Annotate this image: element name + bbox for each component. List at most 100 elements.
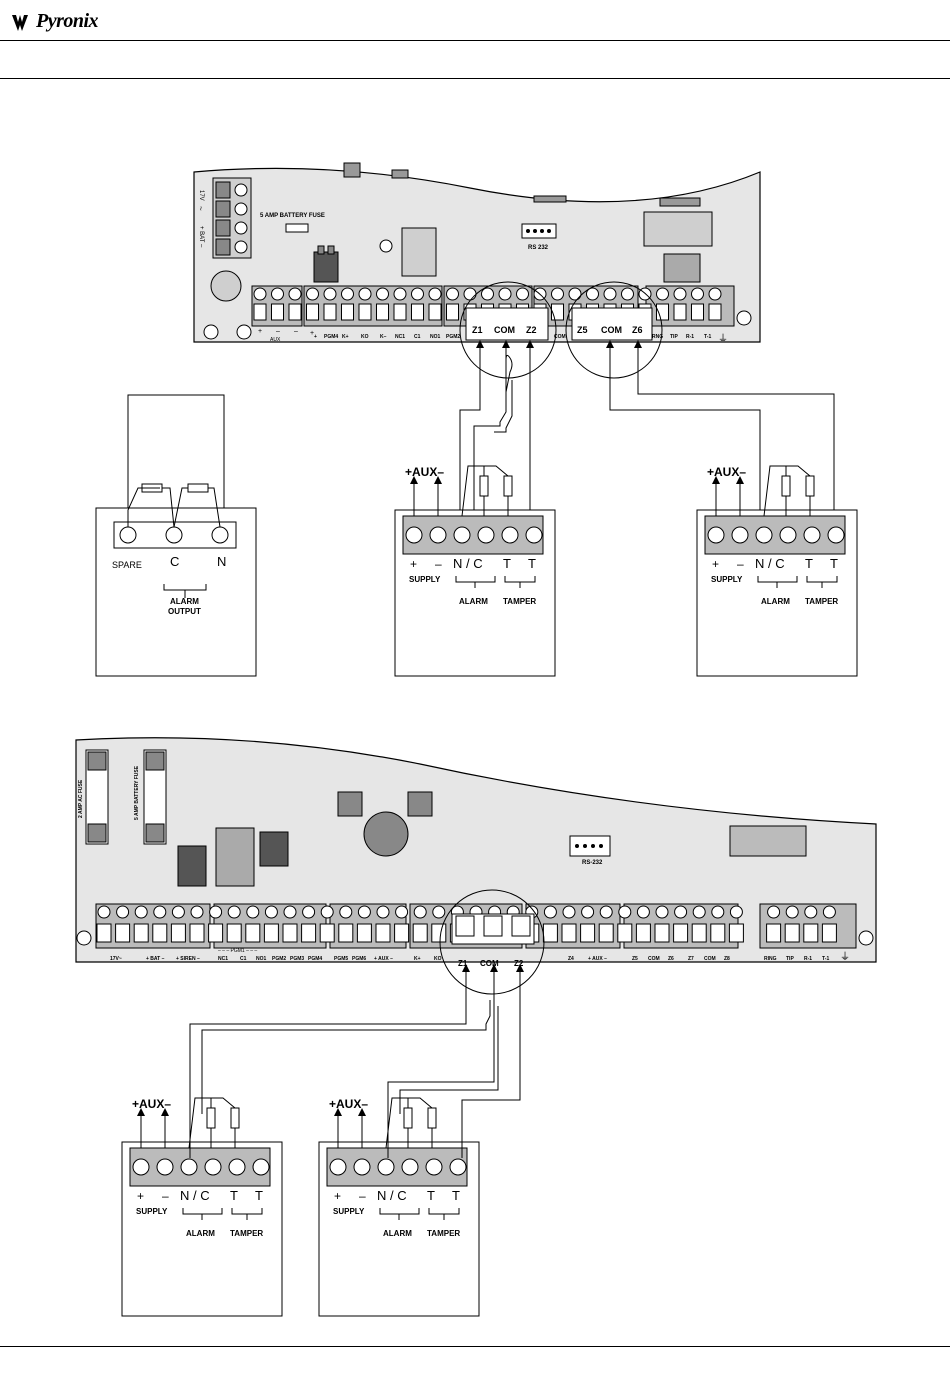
terminal-screw	[271, 287, 284, 301]
terminal-screw	[288, 287, 302, 301]
detector-screw	[377, 1158, 395, 1176]
spare-output-box: SPARE C N ALARM OUTPUT	[95, 483, 257, 677]
terminal-screw	[413, 905, 427, 919]
terminal-socket	[428, 303, 442, 321]
mounting-hole	[76, 930, 92, 946]
terminal-screw	[302, 905, 316, 919]
terminal-label: R-1	[804, 956, 812, 962]
detector-wiring	[712, 465, 838, 588]
terminal-label: KO	[361, 334, 369, 340]
detector-supply-label: SUPPLY	[333, 1207, 365, 1216]
terminal-socket	[301, 923, 317, 943]
terminal-n-label: N	[217, 554, 226, 569]
aux-sub-label: +	[258, 328, 262, 335]
buzzer	[210, 270, 242, 302]
zone-label-com: COM	[494, 325, 515, 335]
terminal-socket	[654, 923, 670, 943]
terminal-label: PGM4	[324, 334, 338, 340]
wiring-panel2	[189, 964, 524, 1158]
detector-alarm-label: ALARM	[186, 1229, 215, 1238]
terminal-label: NC1	[218, 956, 228, 962]
battery-fuse	[285, 223, 309, 233]
footer-rule	[0, 1346, 950, 1347]
wiring-panel1	[127, 340, 835, 512]
terminal-socket	[710, 923, 726, 943]
terminal-label: NO1	[430, 334, 441, 340]
terminal-socket	[319, 923, 335, 943]
terminal-label: 17V~	[110, 956, 122, 962]
mounting-hole	[736, 310, 752, 326]
rs232-label: RS 232	[528, 245, 549, 251]
terminal-label: PGM6	[352, 956, 366, 962]
detector-screw	[405, 526, 423, 544]
detector-nc-label: N / C	[377, 1188, 407, 1203]
terminal-screw	[116, 905, 130, 919]
detector-screw	[228, 1158, 246, 1176]
terminal-socket	[189, 923, 205, 943]
pyronix-logo-icon	[12, 14, 28, 31]
terminal-screw	[586, 287, 599, 301]
terminal-screw	[655, 905, 669, 919]
buzzer-2	[363, 811, 409, 857]
control-panel-1: 17V ~ + BAT – 5 AMP BATTERY FUSE RS 232	[193, 162, 761, 379]
detector-screw	[449, 1158, 467, 1176]
terminal-screw	[376, 905, 390, 919]
terminal-socket	[208, 923, 224, 943]
terminal-socket	[323, 303, 337, 321]
detector-screw	[180, 1158, 198, 1176]
terminal-label: TIP	[786, 956, 794, 962]
terminal-screw	[253, 287, 267, 301]
ac-fuse-label: 2 AMP AC FUSE	[78, 779, 84, 818]
terminal-socket	[561, 923, 577, 943]
rs232-label-2: RS-232	[582, 860, 603, 866]
aux-sub-label: –	[294, 328, 298, 335]
crystal-component	[401, 227, 437, 277]
terminal-socket	[673, 923, 689, 943]
terminal-label: + BAT –	[146, 956, 165, 962]
zone-label-z5: Z5	[577, 325, 588, 335]
terminal-label: PGM2	[272, 956, 286, 962]
battery-fuse-label: 5 AMP BATTERY FUSE	[260, 213, 325, 219]
detector-terminal-block	[129, 1147, 271, 1187]
terminal-screw	[393, 287, 407, 301]
terminal-socket	[821, 923, 837, 943]
detector-screw	[779, 526, 797, 544]
detector-screw	[425, 1158, 443, 1176]
detector-plus-label: +	[137, 1189, 144, 1203]
terminal-screw	[822, 905, 836, 919]
aux-sub-label: –	[276, 328, 280, 335]
terminal-socket	[338, 923, 354, 943]
top-connector	[343, 162, 361, 178]
detector-terminal-block	[402, 515, 544, 555]
alarm-label: ALARM	[170, 597, 199, 606]
terminal-socket	[803, 923, 819, 943]
detector-screw	[731, 526, 749, 544]
terminal-socket	[691, 303, 704, 321]
detector-screw	[353, 1158, 371, 1176]
top-connector	[533, 195, 567, 203]
terminal-label: +	[314, 334, 317, 340]
detector-t1-label: T	[805, 556, 813, 571]
terminal-socket	[728, 923, 744, 943]
terminal-screw	[306, 287, 319, 301]
chip	[643, 211, 713, 247]
terminal-label: PGM2	[446, 334, 460, 340]
battery-fuse-label-2: 5 AMP BATTERY FUSE	[134, 765, 140, 820]
terminal-screw	[190, 905, 204, 919]
aux-sub-label: +	[310, 330, 314, 337]
terminal-label: PGM5	[334, 956, 348, 962]
top-component	[407, 791, 433, 817]
zone-group-panel2: Z1 COM Z2	[451, 913, 535, 968]
terminal-screw	[209, 905, 223, 919]
detector-screw	[429, 526, 447, 544]
zone-group-z5-com-z6: Z5 COM Z6	[571, 307, 653, 341]
terminal-screw	[804, 905, 818, 919]
terminal-label: COM	[554, 334, 566, 340]
terminal-screw	[283, 905, 297, 919]
zone-label-z2: Z2	[526, 325, 537, 335]
mounting-hole	[203, 324, 219, 340]
terminal-socket	[341, 303, 354, 321]
